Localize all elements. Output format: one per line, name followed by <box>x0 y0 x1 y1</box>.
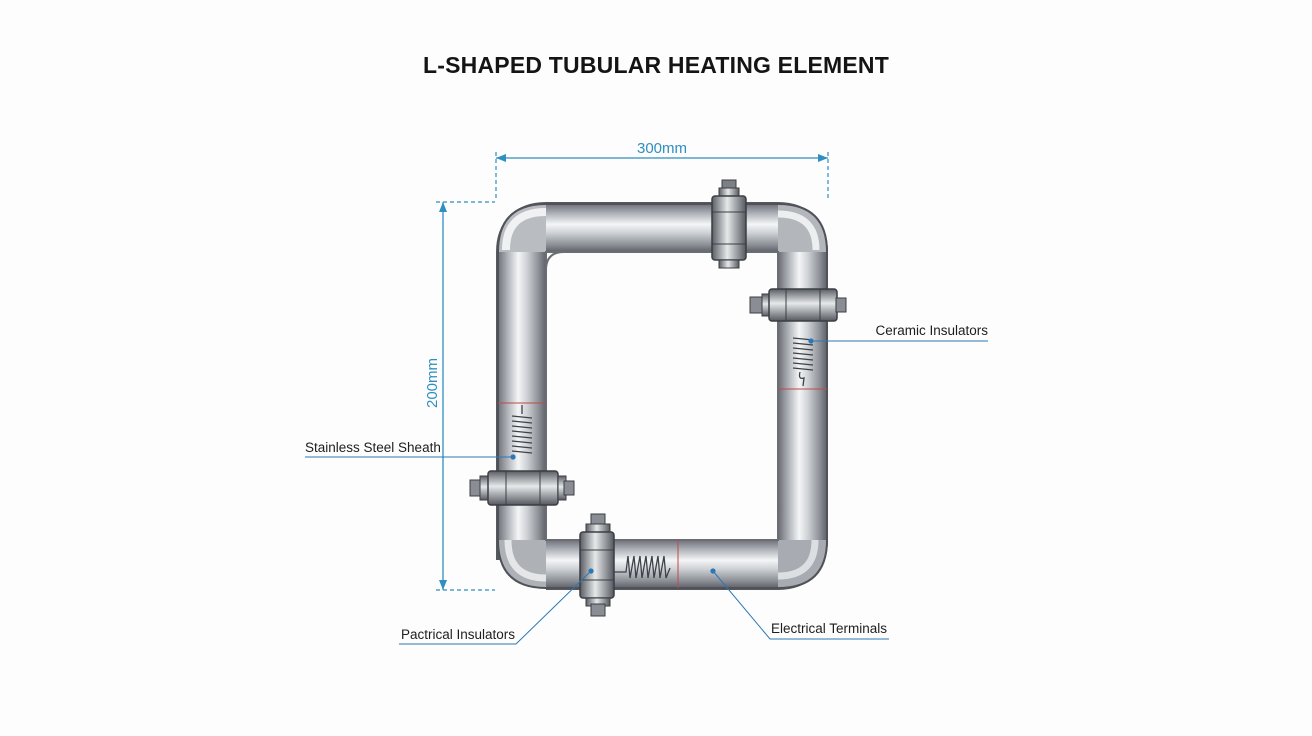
label-electrical-terminals: Electrical Terminals <box>771 621 887 636</box>
width-dimension-label: 300mm <box>637 140 687 157</box>
callout-electrical-terminals: Electrical Terminals <box>710 568 889 640</box>
heating-coil-right <box>779 337 827 390</box>
label-pactrical-insulators: Pactrical Insulators <box>401 627 515 642</box>
diagram-title: L-SHAPED TUBULAR HEATING ELEMENT <box>423 52 889 78</box>
top-fitting-nut <box>711 179 747 269</box>
heating-coil-bottom <box>614 540 679 588</box>
label-ceramic-insulators: Ceramic Insulators <box>875 323 988 338</box>
height-dimension: 200mm <box>424 201 495 591</box>
callout-stainless-steel-sheath: Stainless Steel Sheath <box>305 440 516 460</box>
heating-coil-left <box>498 402 546 454</box>
width-dimension: 300mm <box>495 140 829 200</box>
left-fitting-nut <box>469 470 575 506</box>
bottom-fitting-nut <box>579 513 615 617</box>
label-stainless-steel-sheath: Stainless Steel Sheath <box>305 440 441 455</box>
right-fitting-nut <box>749 288 847 322</box>
height-dimension-label: 200mm <box>424 358 441 408</box>
tube-sheath <box>496 202 828 590</box>
callout-ceramic-insulators: Ceramic Insulators <box>808 323 988 344</box>
callout-pactrical-insulators: Pactrical Insulators <box>399 568 594 645</box>
